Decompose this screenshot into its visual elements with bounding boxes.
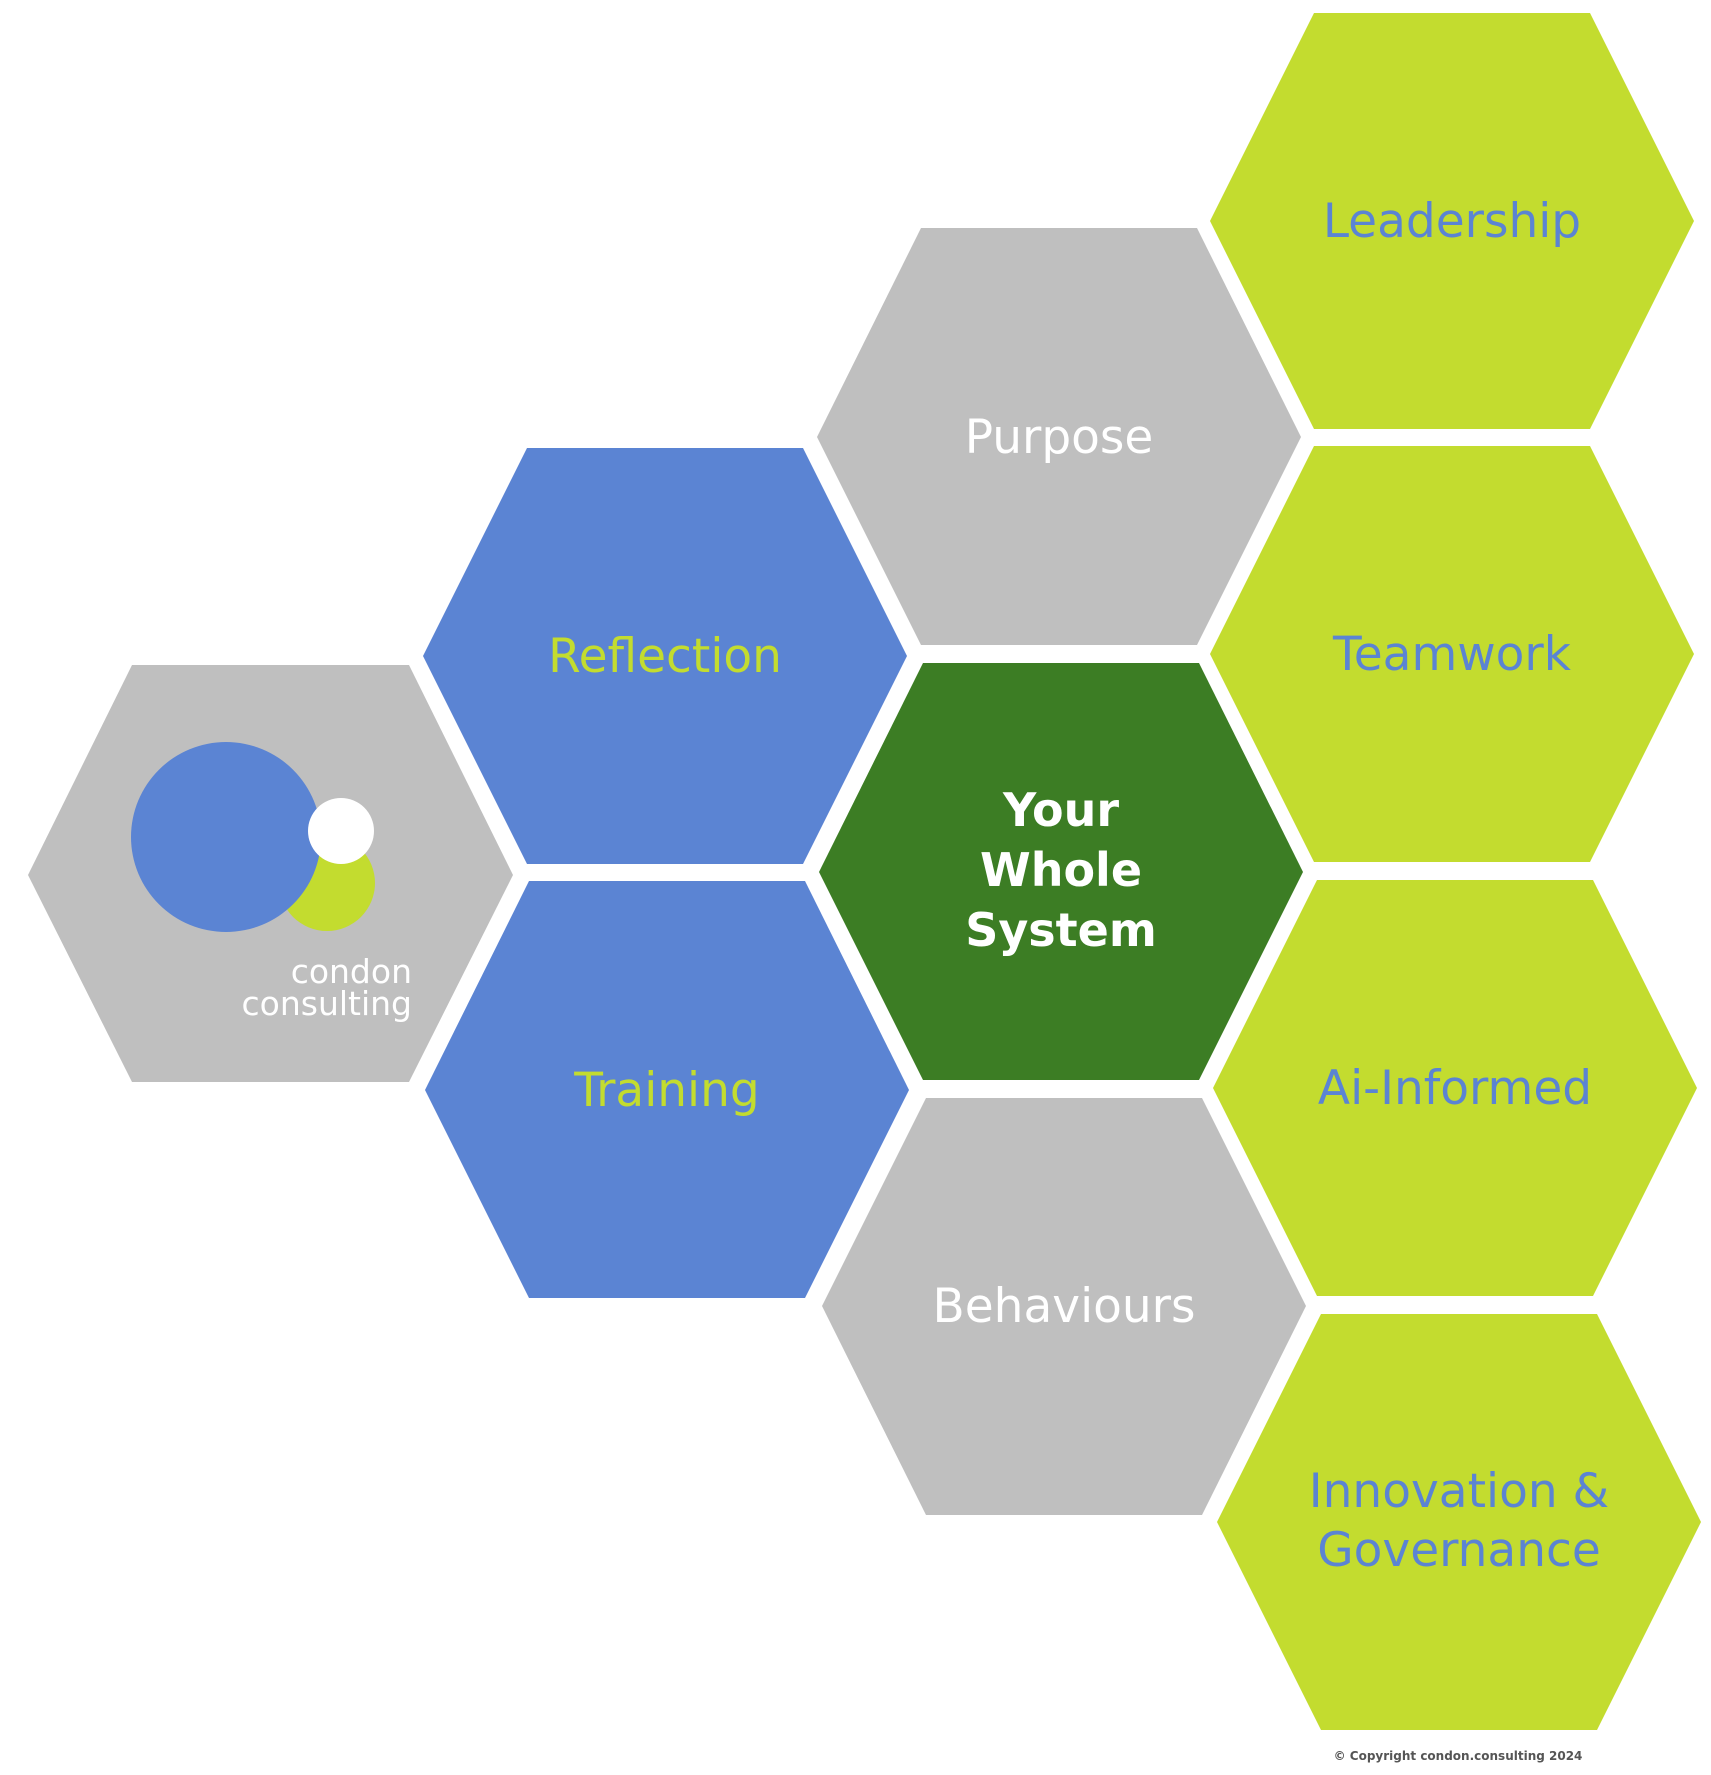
logo-text-line2: consulting: [242, 984, 413, 1023]
reflection-label: Reflection: [548, 629, 782, 684]
behaviours-hexagon: [822, 1098, 1306, 1515]
center-label-line1: Your: [1002, 783, 1119, 837]
leadership-label: Leadership: [1323, 194, 1581, 249]
teamwork-label: Teamwork: [1332, 627, 1572, 682]
leadership-hexagon: [1210, 13, 1694, 429]
copyright-text: © Copyright condon.consulting 2024: [1334, 1749, 1583, 1763]
innovation-label-line2: Governance: [1317, 1523, 1601, 1578]
logo-text-line1: condon: [291, 952, 412, 991]
logo-blue-circle: [131, 742, 321, 932]
innovation-label-line1: Innovation &: [1309, 1464, 1609, 1519]
innovation-governance-hexagon: [1217, 1314, 1701, 1730]
center-label-line3: System: [965, 903, 1157, 957]
purpose-hexagon: [817, 228, 1301, 645]
purpose-label: Purpose: [965, 410, 1154, 465]
behaviours-label: Behaviours: [933, 1279, 1196, 1334]
training-hexagon: [425, 881, 909, 1298]
center-label-line2: Whole: [980, 843, 1142, 897]
reflection-hexagon: [423, 448, 907, 864]
training-label: Training: [573, 1063, 759, 1118]
ai-informed-hexagon: [1213, 880, 1697, 1296]
teamwork-hexagon: [1210, 446, 1694, 862]
logo-white-circle: [308, 798, 374, 864]
center-hexagon: [819, 663, 1303, 1080]
ai-informed-label: Ai-Informed: [1318, 1061, 1592, 1116]
